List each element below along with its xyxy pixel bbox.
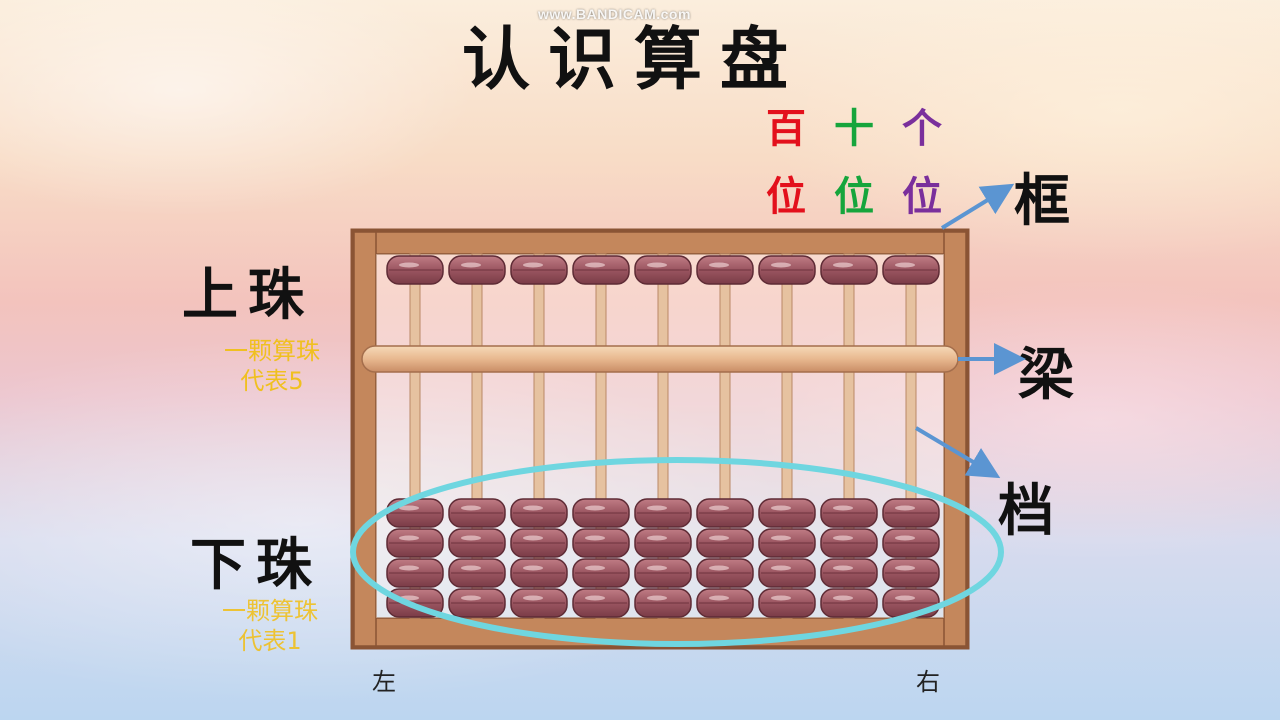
lower-bead-note-line1: 一颗算珠 [222,597,318,625]
lower-bead[interactable] [572,558,630,588]
lower-bead[interactable] [572,528,630,558]
hundreds-place-char: 位 [766,174,806,220]
lower-bead[interactable] [572,588,630,618]
lower-bead[interactable] [820,558,878,588]
lower-bead[interactable] [696,588,754,618]
lower-bead[interactable] [758,588,816,618]
lower-bead[interactable] [448,558,506,588]
lower-bead[interactable] [696,558,754,588]
lower-bead[interactable] [820,588,878,618]
lower-bead[interactable] [696,498,754,528]
lower-bead[interactable] [882,528,940,558]
upper-bead-note-line1: 一颗算珠 [224,337,320,365]
lower-bead[interactable] [448,498,506,528]
upper-bead[interactable] [572,255,630,285]
lower-bead[interactable] [448,588,506,618]
upper-bead[interactable] [882,255,940,285]
rod [719,253,731,619]
lower-bead[interactable] [510,588,568,618]
recorder-watermark: www.BANDICAM.com [538,6,691,22]
lower-bead[interactable] [634,558,692,588]
upper-bead-note-line2: 代表5 [240,367,304,395]
upper-bead-label: 上珠 [182,263,314,328]
hundreds-char: 百 [766,106,806,152]
lower-beads-highlight [350,457,1004,647]
upper-bead[interactable] [634,255,692,285]
lower-bead-note: 一颗算珠 代表1 [180,596,360,656]
abacus-beads [386,255,940,618]
lower-bead[interactable] [510,498,568,528]
lower-bead[interactable] [634,528,692,558]
lower-bead[interactable] [758,558,816,588]
lower-bead[interactable] [634,498,692,528]
lower-bead[interactable] [758,528,816,558]
ones-place-char: 位 [902,174,942,220]
page-title: 认识算盘 [462,20,807,100]
upper-bead[interactable] [386,255,444,285]
upper-bead-note: 一颗算珠 代表5 [182,336,362,396]
rod [533,253,545,619]
frame-arrow-icon [940,183,1015,230]
lower-bead[interactable] [510,558,568,588]
lower-bead[interactable] [820,528,878,558]
right-direction-label: 右 [916,668,940,696]
lower-bead[interactable] [572,498,630,528]
rod [843,253,855,619]
lower-bead[interactable] [634,588,692,618]
beam-label: 梁 [1018,343,1074,408]
rod-label: 档 [998,479,1054,544]
rod [471,253,483,619]
lower-bead[interactable] [758,498,816,528]
upper-bead[interactable] [510,255,568,285]
upper-bead[interactable] [696,255,754,285]
rod [409,253,421,619]
lower-bead[interactable] [448,528,506,558]
lower-bead[interactable] [386,558,444,588]
lower-bead-label: 下珠 [190,533,322,598]
rod-arrow-icon [914,426,1001,479]
left-direction-label: 左 [372,668,396,696]
abacus-beam [361,345,959,373]
tens-place-char: 位 [834,174,874,220]
ones-char: 个 [902,106,942,152]
lower-bead[interactable] [696,528,754,558]
tens-char: 十 [834,106,874,152]
rod [595,253,607,619]
lower-bead-note-line2: 代表1 [238,627,302,655]
upper-bead[interactable] [448,255,506,285]
abacus-rods [409,253,917,619]
upper-bead[interactable] [758,255,816,285]
frame-label: 框 [1014,169,1070,234]
rod [781,253,793,619]
lower-bead[interactable] [882,498,940,528]
lower-bead[interactable] [510,528,568,558]
place-value-row-bottom: 位位位 [752,164,956,222]
rod [657,253,669,619]
lower-bead[interactable] [386,528,444,558]
place-value-row-top: 百十个 [752,96,956,154]
upper-bead[interactable] [820,255,878,285]
lower-bead[interactable] [882,558,940,588]
lower-bead[interactable] [820,498,878,528]
